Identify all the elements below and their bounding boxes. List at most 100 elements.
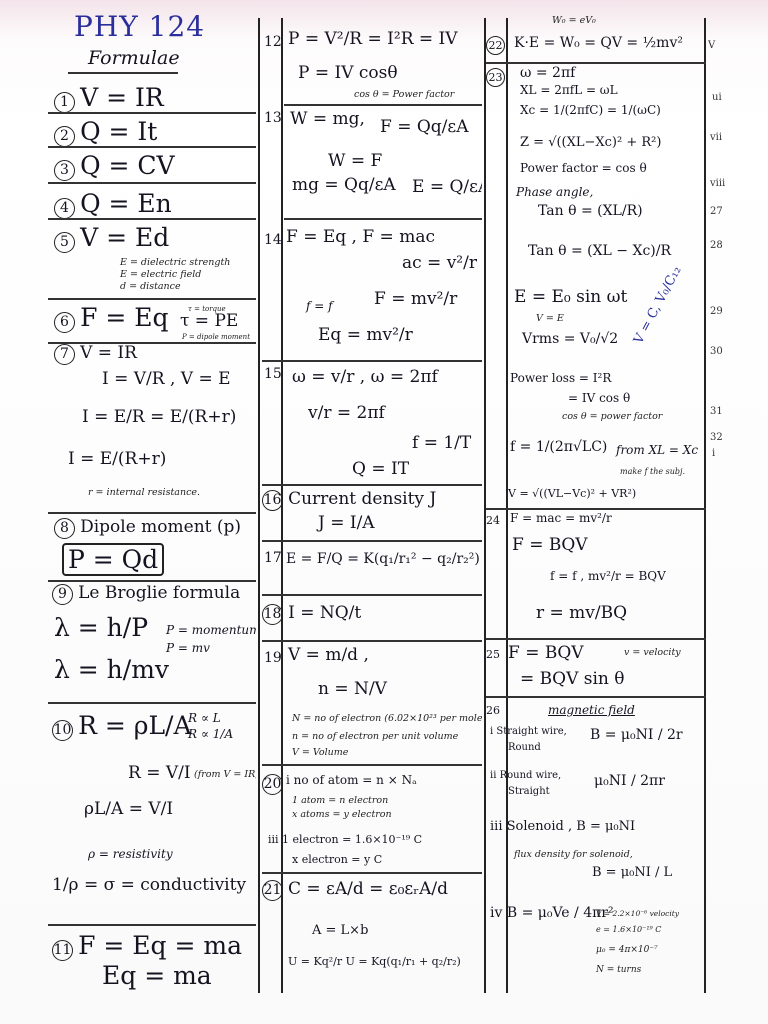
row-number: 22 [486, 36, 505, 55]
note: R ∝ L [188, 711, 221, 725]
rule [486, 508, 706, 510]
formula-19: V = m/d , [288, 645, 369, 665]
formula-14c: F = mv²/r [374, 289, 458, 309]
note: N = turns [596, 965, 642, 975]
column-divider [281, 18, 283, 993]
formula-9-title: 9 Le Broglie formula [52, 584, 240, 605]
column-divider [258, 18, 260, 993]
row-number: 12 [264, 34, 282, 50]
formula-13d: mg = Qq/εA [292, 175, 396, 195]
formula-20d: iii 1 electron = 1.6×10⁻¹⁹ C [268, 833, 423, 846]
page-title: PHY 124 [74, 10, 206, 43]
column-3: 22 K·E = W₀ = QV = ½mv² 23 ω = 2πf XL = … [486, 0, 706, 1000]
margin-mark: vii [710, 132, 723, 143]
rule [262, 764, 482, 766]
note: V = E [536, 313, 564, 324]
formula-11b: Eq = ma [102, 961, 212, 990]
formula-15: ω = v/r , ω = 2πf [292, 367, 438, 387]
note: n = no of electron per unit volume [292, 731, 459, 742]
rule [262, 640, 482, 642]
rule [262, 484, 482, 486]
formula-8: P = Qd [62, 543, 165, 576]
note: E = dielectric strength [120, 257, 231, 268]
rule [262, 540, 482, 542]
note: Round [508, 742, 541, 753]
margin-mark: 27 [710, 206, 723, 217]
formula-26d: μ₀NI / 2πr [594, 773, 665, 789]
row-number: 19 [264, 650, 282, 666]
formula-21: C = εA/d = ε₀εᵣA/d [288, 879, 449, 899]
formula-21b: A = L×b [312, 923, 369, 938]
rule [48, 146, 256, 148]
top-note: W₀ = eV₀ [552, 15, 596, 26]
row-number: 13 [264, 110, 282, 126]
formula-21c: U = Kq²/r U = Kq(q₁/r₁ + q₂/r₂) [288, 955, 461, 968]
note: cos θ = power factor [562, 411, 663, 422]
formula-15d: Q = IT [352, 459, 410, 479]
formula-1: 1 V = IR [54, 84, 164, 113]
rule [486, 696, 706, 698]
rule [262, 360, 482, 362]
formula-12b: P = IV cosθ [298, 63, 398, 83]
formula-5: 5 V = Ed [54, 224, 169, 253]
row-number: 24 [486, 514, 500, 527]
row-number: 21 [262, 880, 283, 901]
note: x atoms = y electron [292, 809, 392, 820]
formula-13e: E = Q/εA [412, 177, 482, 197]
note: μ₀ = 4π×10⁻⁷ [596, 945, 658, 955]
page-subtitle: Formulae [88, 47, 180, 69]
note: d = distance [120, 281, 181, 292]
note: ρ = resistivity [88, 847, 173, 861]
rule [48, 342, 256, 344]
rule [284, 104, 482, 106]
margin-mark: ui [712, 92, 722, 103]
row-number: 25 [486, 648, 500, 661]
formula-2: 2 Q = It [54, 118, 157, 147]
formula-25a: F = BQV [508, 643, 584, 663]
rule [262, 594, 482, 596]
formula-10-line: ρL/A = V/I [84, 799, 174, 819]
torque-formula: τ = PE [180, 311, 239, 331]
note: v = velocity [624, 647, 681, 658]
formula-23a: ω = 2πf [520, 65, 576, 81]
formula-18: 18 I = NQ/t [262, 603, 362, 625]
note: N = no of electron (6.02×10²³ per mole) [292, 713, 482, 724]
formula-3: 3 Q = CV [54, 152, 175, 181]
note: P = momentum [166, 623, 256, 637]
formula-20e: x electron = y C [292, 853, 383, 866]
note: R ∝ 1/A [188, 727, 234, 741]
note: make f the subj. [620, 467, 686, 476]
note: V = Volume [292, 747, 349, 758]
note: 1 atom = n electron [292, 795, 389, 806]
formula-11: 11 F = Eq = ma [52, 931, 242, 961]
rule [48, 218, 256, 220]
formula-23q: V = √((VL−Vc)² + VR²) [508, 487, 637, 500]
row-number: 23 [486, 68, 505, 87]
rule [48, 924, 256, 926]
section-heading: magnetic field [548, 703, 635, 717]
formula-4: 4 Q = En [54, 190, 172, 219]
note: e = 1.6×10⁻¹⁹ C [596, 925, 662, 934]
formula-26b: B = μ₀NI / 2r [590, 727, 683, 743]
note: r = internal resistance. [88, 487, 201, 498]
note: Phase angle, [516, 185, 594, 199]
formula-15b: v/r = 2πf [308, 403, 385, 423]
rule [48, 702, 256, 704]
margin-mark: 32 [710, 432, 723, 443]
formula-7-line: I = E/R = E/(R+r) [82, 407, 237, 427]
formula-14e: Eq = mv²/r [318, 325, 413, 345]
formula-23n: = IV cos θ [568, 391, 631, 405]
formula-7-line: I = E/(R+r) [68, 449, 167, 469]
formula-7-line: I = V/R , V = E [102, 369, 231, 389]
formula-16: J = I/A [318, 513, 375, 533]
note: i Straight wire, [490, 726, 567, 737]
formula-26e: iii Solenoid , B = μ₀NI [490, 819, 636, 834]
note: ii Round wire, [490, 770, 562, 781]
formula-14: F = Eq , F = mac [286, 227, 435, 247]
note: P = dipole moment [182, 333, 251, 341]
formula-6: 6 F = Eq [54, 304, 169, 333]
margin-mark: 28 [710, 240, 723, 251]
column-2: 12 P = V²/R = I²R = IV P = IV cosθ cos θ… [262, 0, 482, 1000]
formula-24a: F = mac = mv²/r [510, 511, 612, 525]
underline [68, 72, 178, 74]
